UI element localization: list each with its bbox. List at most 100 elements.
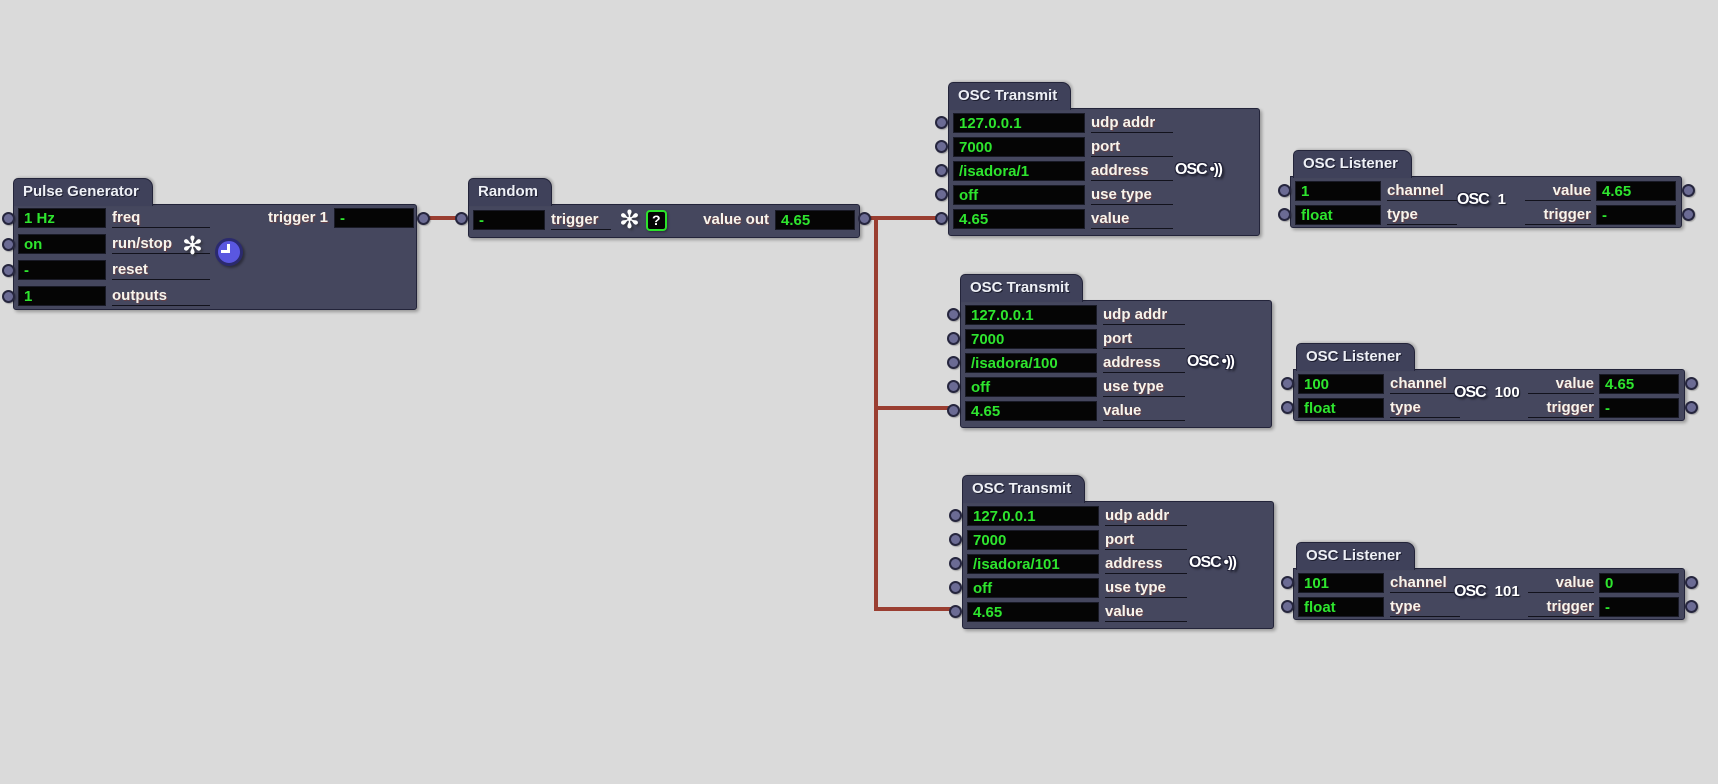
input-port-trigger[interactable] [455,212,468,225]
value-value-field[interactable]: 4.65 [965,401,1097,421]
udp-addr-value-field[interactable]: 127.0.0.1 [965,305,1097,325]
address-value-field[interactable]: /isadora/100 [965,353,1097,373]
input-port-udp-addr[interactable] [949,509,962,522]
input-port-value[interactable] [947,404,960,417]
clock-icon[interactable] [215,238,243,266]
output-port-value[interactable] [1685,576,1698,589]
node-osc-listener-2[interactable]: 100 channel value 4.65 float type trigge… [1293,369,1685,421]
wire-random-branch-vertical[interactable] [874,216,878,611]
port-value-field[interactable]: 7000 [967,530,1099,550]
input-port-address[interactable] [947,356,960,369]
input-port-run-stop[interactable] [2,238,15,251]
run-stop-value-field[interactable]: on [18,234,106,254]
channel-value-field[interactable]: 101 [1298,573,1384,593]
port-value-field[interactable]: 7000 [953,137,1085,157]
input-port-address[interactable] [935,164,948,177]
output-port-trigger-1[interactable] [417,212,430,225]
value-value-field[interactable]: 4.65 [967,602,1099,622]
osc-broadcast-icon: OSC•)) [1175,161,1223,178]
input-port-channel[interactable] [1281,576,1294,589]
port-value-field[interactable]: 7000 [965,329,1097,349]
input-port-port[interactable] [935,140,948,153]
param-row: 1 outputs [14,285,416,307]
input-port-channel[interactable] [1278,184,1291,197]
wire-random-to-transmit-2[interactable] [874,406,953,410]
type-value-field[interactable]: float [1298,398,1384,418]
use-type-value-field[interactable]: off [967,578,1099,598]
port-label: port [1091,138,1173,157]
input-port-port[interactable] [949,533,962,546]
node-pulse-generator[interactable]: 1 Hz freq trigger 1 - on run/stop - rese… [13,204,417,310]
address-value-field[interactable]: /isadora/101 [967,554,1099,574]
input-port-udp-addr[interactable] [947,308,960,321]
channel-value-field[interactable]: 1 [1295,181,1381,201]
node-random[interactable]: - trigger ✻ ? value out 4.65 [468,204,860,238]
node-title-osc-transmit-2[interactable]: OSC Transmit [960,274,1084,302]
output-port-value[interactable] [1682,184,1695,197]
input-port-use-type[interactable] [947,380,960,393]
input-port-address[interactable] [949,557,962,570]
use-type-value-field[interactable]: off [965,377,1097,397]
output-port-value[interactable] [1685,377,1698,390]
type-value-field[interactable]: float [1298,597,1384,617]
output-port-trigger[interactable] [1682,208,1695,221]
input-port-freq[interactable] [2,212,15,225]
trigger-value-field[interactable]: - [473,210,545,230]
freq-value-field[interactable]: 1 Hz [18,208,106,228]
outputs-label: outputs [112,287,210,306]
type-value-field[interactable]: float [1295,205,1381,225]
input-port-value[interactable] [935,212,948,225]
udp-addr-label: udp addr [1103,306,1185,325]
wire-pulse-to-random[interactable] [423,216,461,220]
type-label: type [1390,598,1460,617]
input-port-channel[interactable] [1281,377,1294,390]
value-value-field[interactable]: 4.65 [953,209,1085,229]
outputs-value-field[interactable]: 1 [18,286,106,306]
node-title-random[interactable]: Random [468,178,552,206]
wire-random-to-transmit-3[interactable] [874,607,955,611]
node-title-pulse-generator[interactable]: Pulse Generator [13,178,153,206]
trigger-label: trigger [1528,598,1594,617]
input-port-use-type[interactable] [949,581,962,594]
param-row: on run/stop [14,233,416,255]
input-port-type[interactable] [1281,401,1294,414]
node-title-osc-transmit-1[interactable]: OSC Transmit [948,82,1072,110]
input-port-use-type[interactable] [935,188,948,201]
input-port-port[interactable] [947,332,960,345]
help-icon[interactable]: ? [645,209,667,231]
reset-value-field[interactable]: - [18,260,106,280]
output-port-value-out[interactable] [858,212,871,225]
node-title-osc-transmit-3[interactable]: OSC Transmit [962,475,1086,503]
output-port-trigger[interactable] [1685,600,1698,613]
type-label: type [1390,399,1460,418]
node-osc-listener-1[interactable]: 1 channel value 4.65 float type trigger … [1290,176,1682,228]
input-port-outputs[interactable] [2,290,15,303]
node-title-osc-listener-2[interactable]: OSC Listener [1296,343,1416,371]
address-label: address [1105,555,1187,574]
node-title-osc-listener-1[interactable]: OSC Listener [1293,150,1413,178]
node-osc-listener-3[interactable]: 101 channel value 0 float type trigger -… [1293,568,1685,620]
value-label: value [1528,375,1594,394]
port-label: port [1103,330,1185,349]
node-title-osc-listener-3[interactable]: OSC Listener [1296,542,1416,570]
udp-addr-value-field[interactable]: 127.0.0.1 [953,113,1085,133]
input-port-value[interactable] [949,605,962,618]
channel-value-field[interactable]: 100 [1298,374,1384,394]
value-label: value [1525,182,1591,201]
udp-addr-value-field[interactable]: 127.0.0.1 [967,506,1099,526]
trigger-output-value: - [1599,398,1679,418]
input-port-reset[interactable] [2,264,15,277]
use-type-value-field[interactable]: off [953,185,1085,205]
input-port-type[interactable] [1281,600,1294,613]
output-port-trigger[interactable] [1685,401,1698,414]
udp-addr-label: udp addr [1105,507,1187,526]
wire-random-to-transmit-1[interactable] [864,216,943,220]
input-port-type[interactable] [1278,208,1291,221]
input-port-udp-addr[interactable] [935,116,948,129]
address-value-field[interactable]: /isadora/1 [953,161,1085,181]
